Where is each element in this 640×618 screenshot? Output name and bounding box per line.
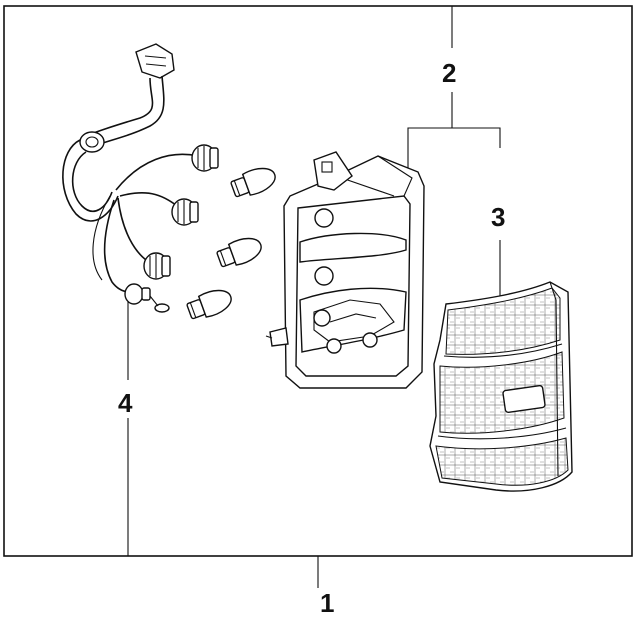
lens-panel-lower xyxy=(435,437,569,486)
socket-middle xyxy=(171,198,199,226)
lens-panel-upper xyxy=(445,287,561,355)
harness-connector xyxy=(135,43,175,79)
callout-1: 1 xyxy=(320,588,334,618)
socket-lower xyxy=(143,252,171,280)
bulb-1 xyxy=(230,167,276,198)
lamp-housing xyxy=(265,151,425,389)
wiring-harness xyxy=(62,43,199,293)
leader-2-bracket xyxy=(407,127,501,180)
callout-4: 4 xyxy=(118,388,133,418)
lamp-lens xyxy=(429,281,573,492)
callout-3: 3 xyxy=(491,202,505,232)
lens-panel-middle xyxy=(439,351,565,434)
harness-grommet xyxy=(79,131,105,153)
housing-stud xyxy=(269,327,289,347)
callout-2: 2 xyxy=(442,58,456,88)
lens-window xyxy=(502,385,546,413)
bulbs xyxy=(186,167,276,320)
socket-upper xyxy=(191,144,219,172)
bulb-sockets xyxy=(124,144,219,313)
bulb-3 xyxy=(186,289,232,320)
leader-lines xyxy=(127,6,501,588)
bulb-2 xyxy=(216,237,262,268)
socket-small xyxy=(124,283,170,313)
